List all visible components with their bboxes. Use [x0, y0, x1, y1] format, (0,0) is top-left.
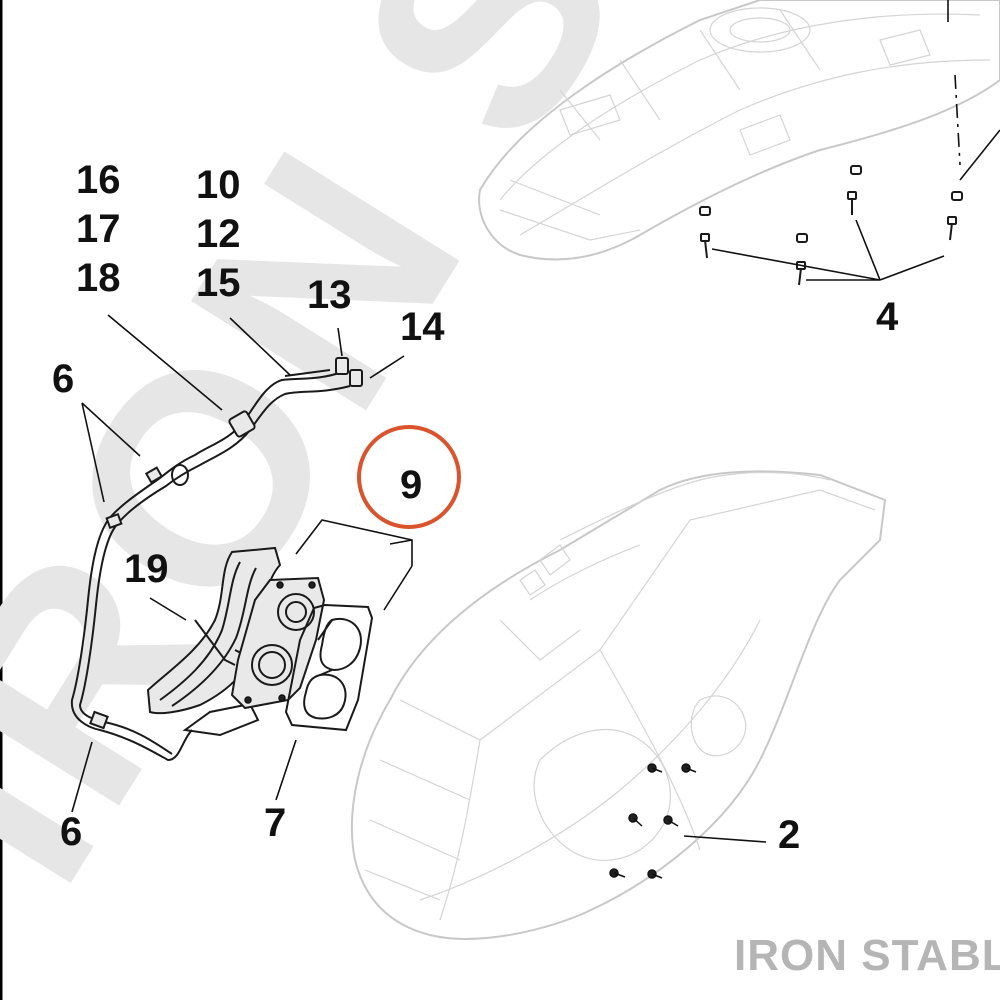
callout-13: 13 [307, 273, 352, 317]
callout-12: 12 [196, 212, 241, 256]
callout-9: 9 [400, 463, 422, 507]
callout-16: 16 [76, 158, 121, 202]
callout-15: 15 [196, 261, 241, 305]
callout-6-top: 6 [52, 357, 74, 401]
callout-4: 4 [876, 295, 899, 339]
callout-14: 14 [400, 305, 445, 349]
ghost-saddlebag [350, 470, 887, 940]
callout-7: 7 [264, 801, 286, 845]
callout-18: 18 [76, 256, 121, 300]
mounting-plate-9 [230, 576, 326, 710]
gasket-7 [284, 603, 374, 732]
callout-10: 10 [196, 163, 241, 207]
leader-lines [71, 314, 413, 813]
hardware-set-4 [699, 0, 1000, 286]
highlight-ring [357, 425, 461, 529]
callout-19: 19 [124, 547, 169, 591]
ghost-fender-top [478, 0, 1000, 261]
callout-6-bottom: 6 [60, 810, 82, 854]
hardware-set-2 [609, 763, 767, 879]
wiring-harness [70, 357, 363, 762]
brand-wordmark: IRON STABLE [734, 931, 1000, 980]
callout-17: 17 [76, 207, 121, 251]
callout-2: 2 [778, 813, 800, 857]
